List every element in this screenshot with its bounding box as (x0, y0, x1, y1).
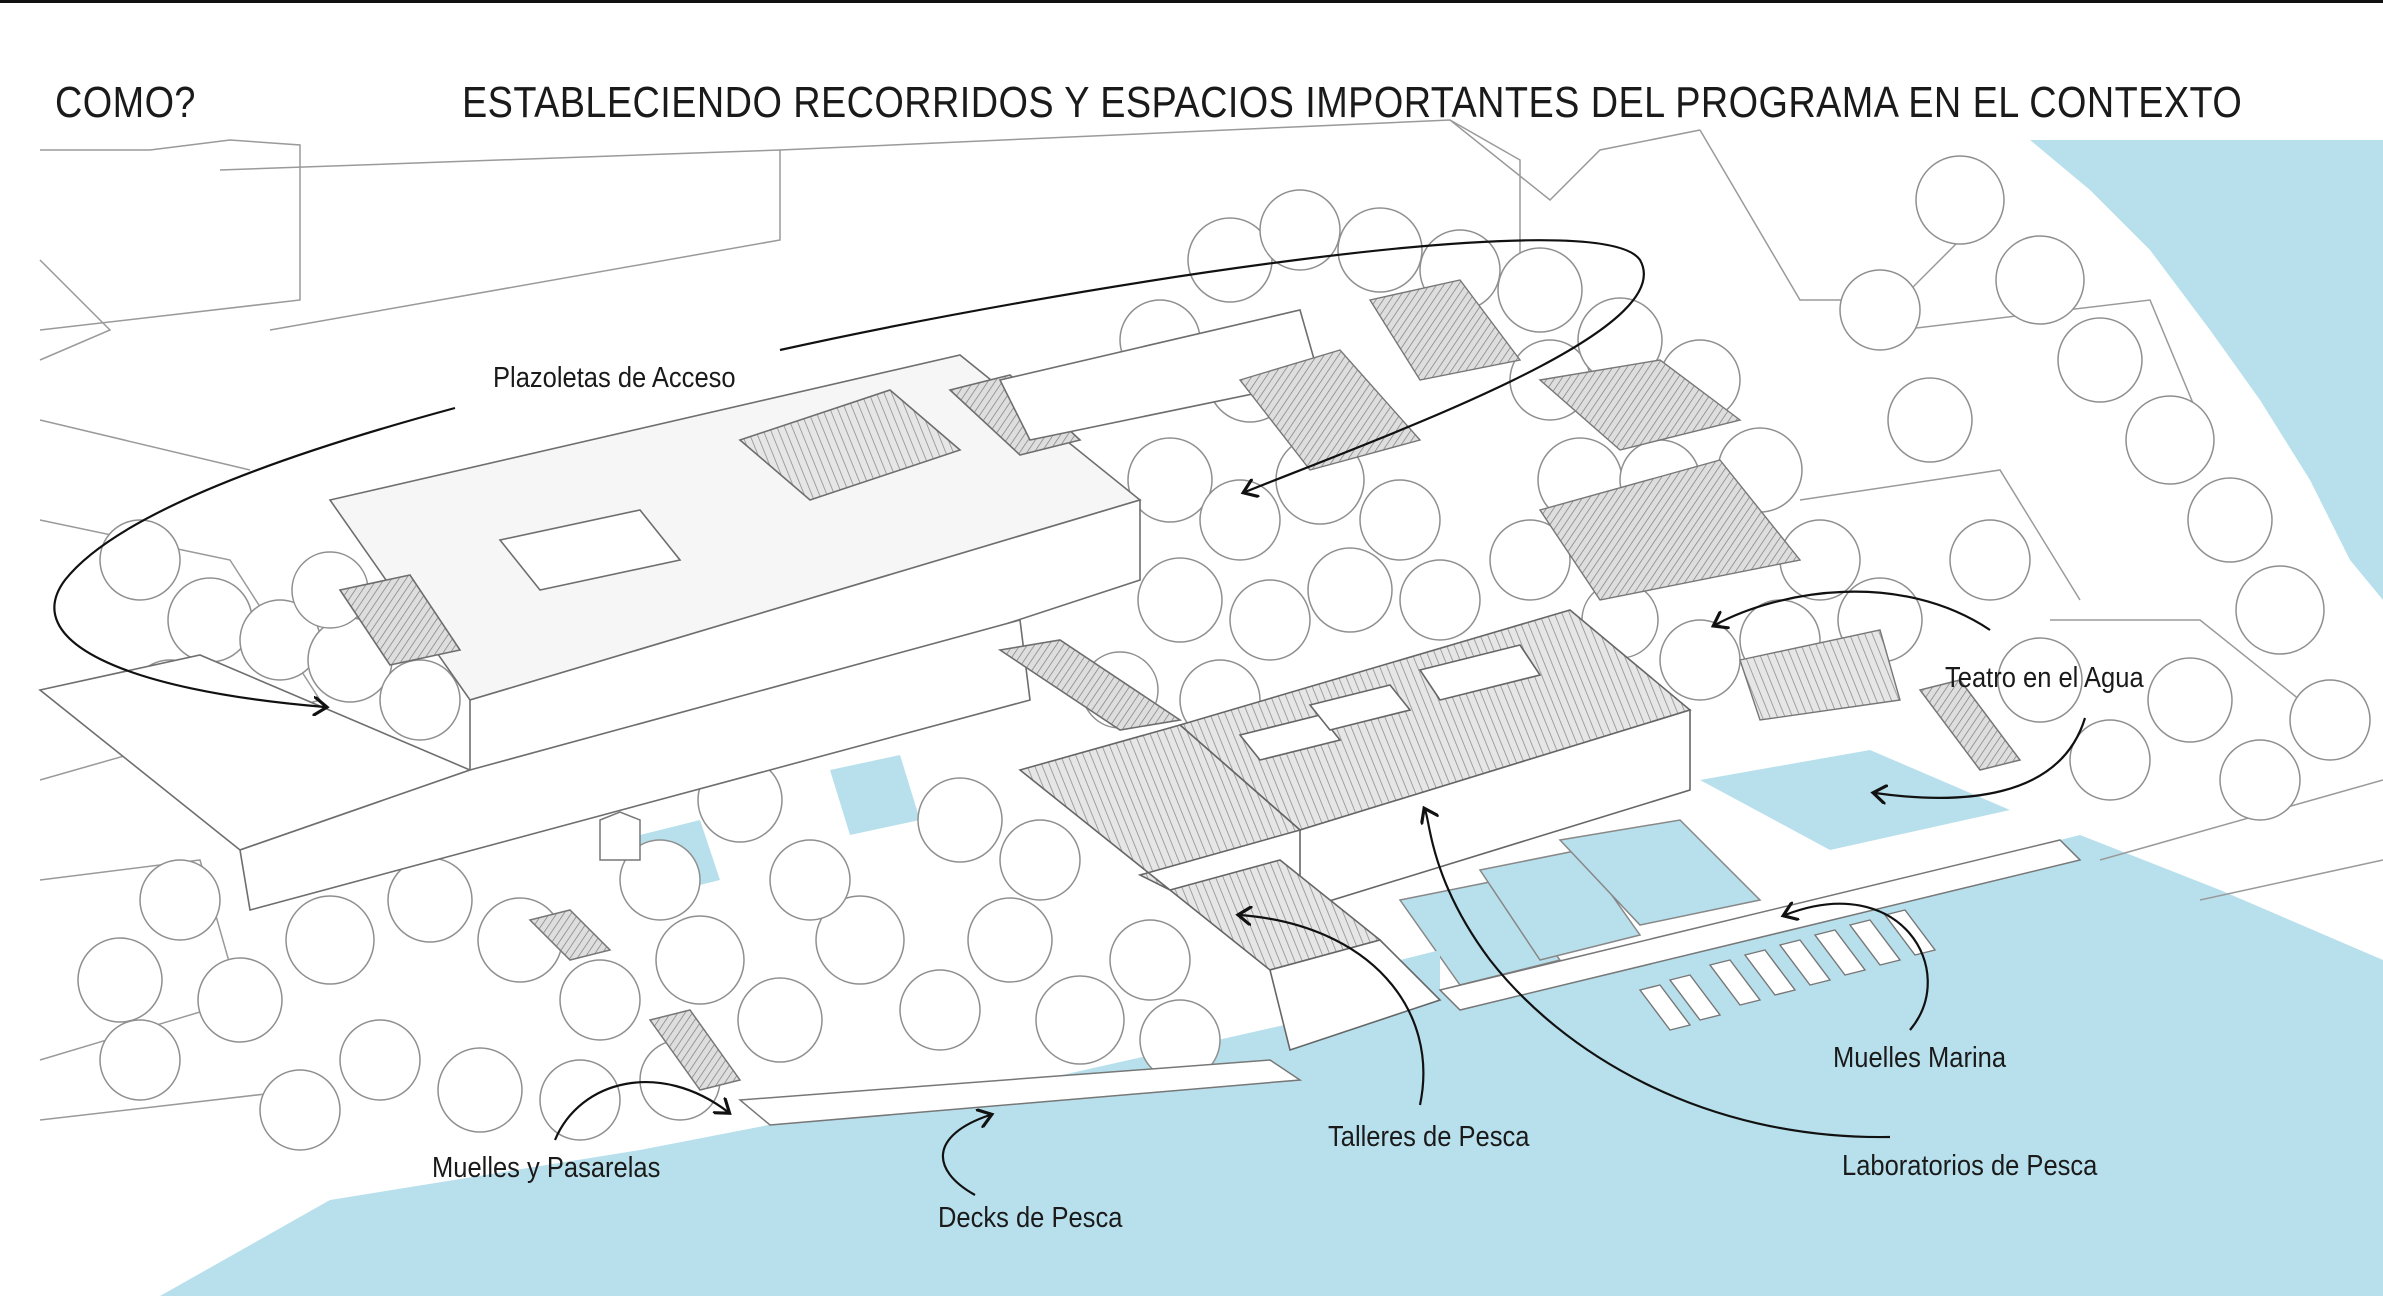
marina-boats (1638, 909, 1937, 1031)
decks-arrow (941, 1115, 990, 1196)
small-roof-2 (338, 574, 462, 666)
lab-pool-3 (1558, 819, 1762, 926)
stair-block (997, 639, 1183, 731)
label-decks-de-pesca: Decks de Pesca (938, 1202, 1123, 1234)
lab-skylight-1 (1238, 714, 1342, 761)
fishery-block (1018, 609, 1692, 1052)
main-building (38, 309, 1322, 912)
courtyard-opening (498, 509, 682, 591)
lab-skylight-3 (1418, 644, 1542, 701)
annotation-arrows (53, 239, 2087, 1196)
talleres-arrow (1240, 915, 1425, 1106)
plazoletas-loop-arrow (53, 406, 456, 707)
lab-skylight-2 (1308, 684, 1412, 731)
walkway-2 (648, 1009, 742, 1091)
top-rule (0, 0, 2383, 3)
label-plazoletas-de-acceso: Plazoletas de Acceso (493, 362, 736, 394)
label-muelles-marina: Muelles Marina (1833, 1042, 2007, 1074)
label-teatro-en-el-agua: Teatro en el Agua (1945, 662, 2144, 694)
label-laboratorios-de-pesca: Laboratorios de Pesca (1842, 1150, 2098, 1182)
lab-pool-2 (1478, 849, 1642, 961)
piers (528, 679, 2082, 1126)
plazoletas-upper-arrow (779, 239, 1645, 492)
diagram-title: ESTABLECIENDO RECORRIDOS Y ESPACIOS IMPO… (462, 78, 2243, 127)
river-right (2030, 140, 2383, 600)
label-muelles-y-pasarelas: Muelles y Pasarelas (432, 1152, 661, 1184)
workshop-base (1269, 939, 1442, 1052)
muelles-pasarelas-arrow (553, 1081, 728, 1141)
laboratorios-arrow (1425, 810, 1891, 1139)
marina-pier (1438, 839, 2082, 1011)
marina-basin (1700, 750, 2010, 850)
gable-roof (738, 389, 962, 501)
trees (77, 155, 2371, 1151)
teatro-arrow-1 (1715, 590, 1991, 631)
teatro-arrow-2 (1875, 717, 2087, 798)
marina-arrow (1785, 904, 1929, 1031)
label-talleres-de-pesca: Talleres de Pesca (1328, 1121, 1530, 1153)
walkway-3 (1918, 679, 2022, 771)
walkway-1 (528, 909, 612, 961)
amphitheatre (1238, 279, 1901, 721)
pool-center (830, 755, 920, 835)
lead-question: COMO? (55, 78, 196, 127)
water-tower (599, 811, 641, 861)
lower-boardwalk (738, 1059, 1303, 1126)
